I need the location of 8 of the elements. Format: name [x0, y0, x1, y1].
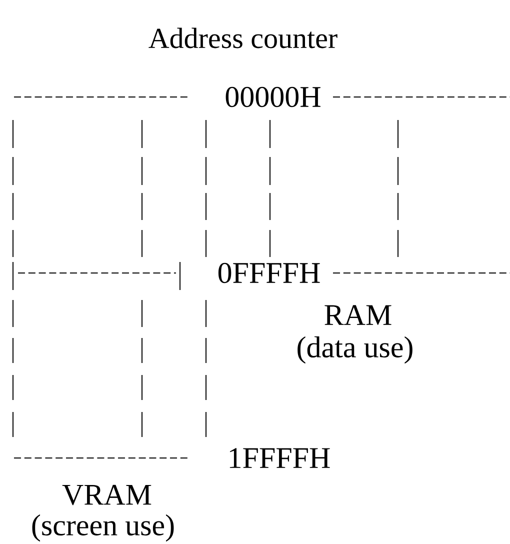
region-note: (screen use): [32, 514, 174, 542]
address-label: 00000H: [226, 86, 320, 108]
address-label: 0FFFFH: [218, 262, 320, 284]
region-note: (data use): [298, 336, 412, 364]
title: Address counter: [148, 28, 338, 48]
region-label: RAM: [324, 305, 392, 325]
address-label: 1FFFFH: [230, 448, 330, 468]
region-label: VRAM: [62, 484, 152, 506]
